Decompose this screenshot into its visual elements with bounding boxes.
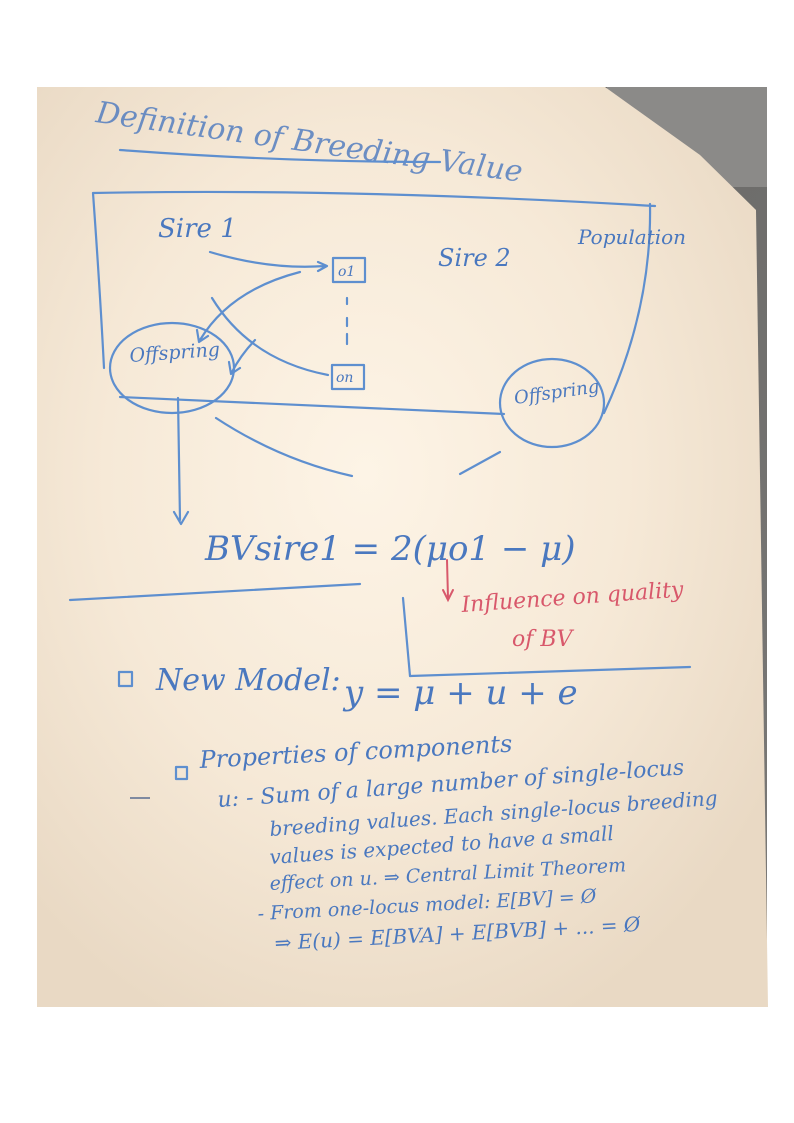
population-baseline (118, 395, 506, 416)
curve-right-bottom (458, 450, 502, 476)
offspring-circle-left (108, 321, 236, 415)
whiteboard-surface (37, 87, 768, 1007)
population-frame (91, 190, 657, 415)
bv-formula: BVsire1 = 2(μo1 − μ) (204, 529, 576, 569)
model-checkbox (117, 670, 134, 688)
on-box (330, 363, 366, 391)
arrow-o1-to-offspring (195, 270, 302, 344)
annotation-arrow (442, 559, 454, 603)
o1-label: o1 (338, 264, 355, 280)
properties-checkbox (174, 765, 189, 781)
curve-sire1-down (210, 296, 330, 377)
on-label: on (336, 370, 353, 386)
title-underline (118, 148, 442, 164)
model-equation: y = μ + u + e (342, 673, 578, 713)
o1-box (331, 256, 367, 284)
sire1-label: Sire 1 (158, 214, 237, 244)
separator-left (68, 582, 362, 602)
arrow-to-formula (172, 396, 190, 526)
arrow-sire1-to-o1 (208, 250, 329, 273)
separator-right (408, 665, 692, 678)
population-label: Population (577, 225, 686, 249)
model-heading: New Model: (155, 663, 341, 698)
separator-vertical (401, 596, 412, 678)
curve-left-bottom (214, 416, 354, 478)
sire2-label: Sire 2 (438, 244, 511, 272)
annotation-line2: of BV (512, 627, 575, 652)
offspring-circle-right (498, 357, 606, 449)
